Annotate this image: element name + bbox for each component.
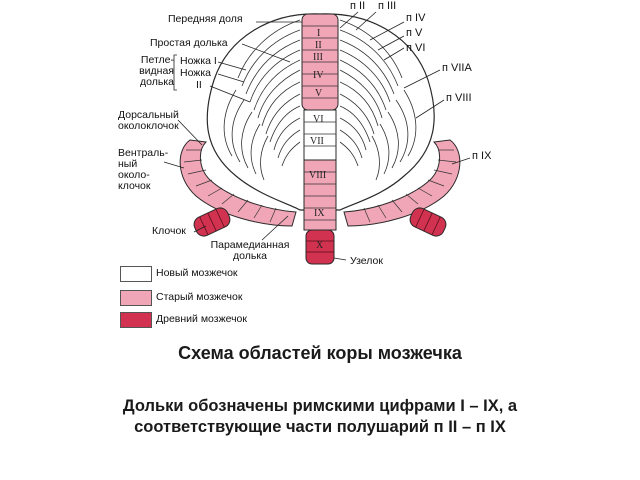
label-dorsal-1: Дорсальный	[118, 109, 179, 121]
right-paraflocculus	[343, 139, 461, 227]
right-leader-lines	[339, 11, 471, 165]
label-ventral-1: Вентраль-	[118, 147, 169, 159]
slide-title: Схема областей коры мозжечка	[178, 343, 462, 363]
vermis-label-9: IX	[314, 208, 325, 219]
vermis-label-1: I	[317, 28, 321, 39]
slide-caption: Дольки обозначены римскими цифрами I – I…	[40, 396, 600, 438]
label-p5: п V	[406, 27, 423, 39]
legend-swatch-old	[120, 290, 152, 306]
label-p6: п VI	[406, 42, 426, 54]
label-paramedian-1: Парамедианная	[210, 239, 290, 251]
label-nodulus: Узелок	[350, 255, 383, 267]
label-crus-2: Ножка	[180, 67, 211, 79]
label-crus-3: II	[196, 79, 202, 91]
middle-vermis	[303, 109, 337, 161]
cerebellum-drawing	[163, 11, 471, 265]
cerebellum-diagram: Передняя доля Простая долька Петле- видн…	[118, 0, 492, 328]
legend-label-ancient: Древний мозжечок	[156, 313, 247, 325]
caption-line-2: соответствующие части полушарий п II – п…	[134, 418, 506, 436]
nodulus-folia	[306, 240, 334, 253]
caption-line-1: Дольки обозначены римскими цифрами I – I…	[122, 397, 518, 415]
label-ansiform-2: видная	[139, 65, 174, 77]
legend-label-new: Новый мозжечок	[156, 267, 238, 279]
left-leader-lines	[163, 21, 347, 261]
label-p7a: п VIIA	[442, 62, 472, 74]
label-p9: п IX	[472, 150, 492, 162]
label-flocculus: Клочок	[152, 225, 186, 237]
left-flocculus	[193, 207, 231, 237]
label-ansiform-1: Петле-	[140, 54, 174, 66]
legend-swatch-ancient	[120, 312, 152, 328]
vermis-label-2: II	[315, 40, 322, 51]
label-ventral-3: около-	[118, 169, 150, 181]
vermis-label-6: VI	[313, 114, 324, 125]
label-p8: п VIII	[446, 92, 472, 104]
label-anterior-lobe: Передняя доля	[168, 13, 243, 25]
label-simple-lobule: Простая долька	[150, 37, 228, 49]
label-p2: п II	[350, 0, 366, 12]
left-folia	[223, 19, 301, 181]
label-ventral-2: ный	[118, 158, 138, 170]
right-folia	[339, 19, 417, 181]
label-ventral-4: клочок	[118, 180, 151, 192]
left-paraflocculus	[179, 139, 297, 227]
posterior-vermis-folia	[304, 171, 336, 221]
legend-label-old: Старый мозжечок	[156, 291, 243, 303]
legend-swatch-new	[120, 266, 152, 282]
paraflocculus-folia	[183, 149, 457, 223]
label-p4: п IV	[406, 12, 426, 24]
vermis-label-7: VII	[310, 136, 324, 147]
vermis-label-8: VIII	[309, 170, 327, 181]
label-p3: п III	[378, 0, 397, 12]
vermis-label-4: IV	[313, 70, 324, 81]
middle-vermis-folia	[304, 121, 336, 147]
vermis-label-10: X	[316, 240, 324, 251]
nodulus-region	[305, 229, 335, 265]
vermis-label-5: V	[315, 88, 323, 99]
label-paramedian-2: долька	[233, 250, 267, 262]
label-dorsal-2: околоклочок	[118, 120, 179, 132]
vermis-label-3: III	[313, 52, 323, 63]
right-flocculus	[409, 207, 447, 237]
label-crus-1: Ножка I	[180, 55, 217, 67]
anterior-vermis-folia	[302, 25, 338, 99]
label-ansiform-3: долька	[140, 76, 174, 88]
